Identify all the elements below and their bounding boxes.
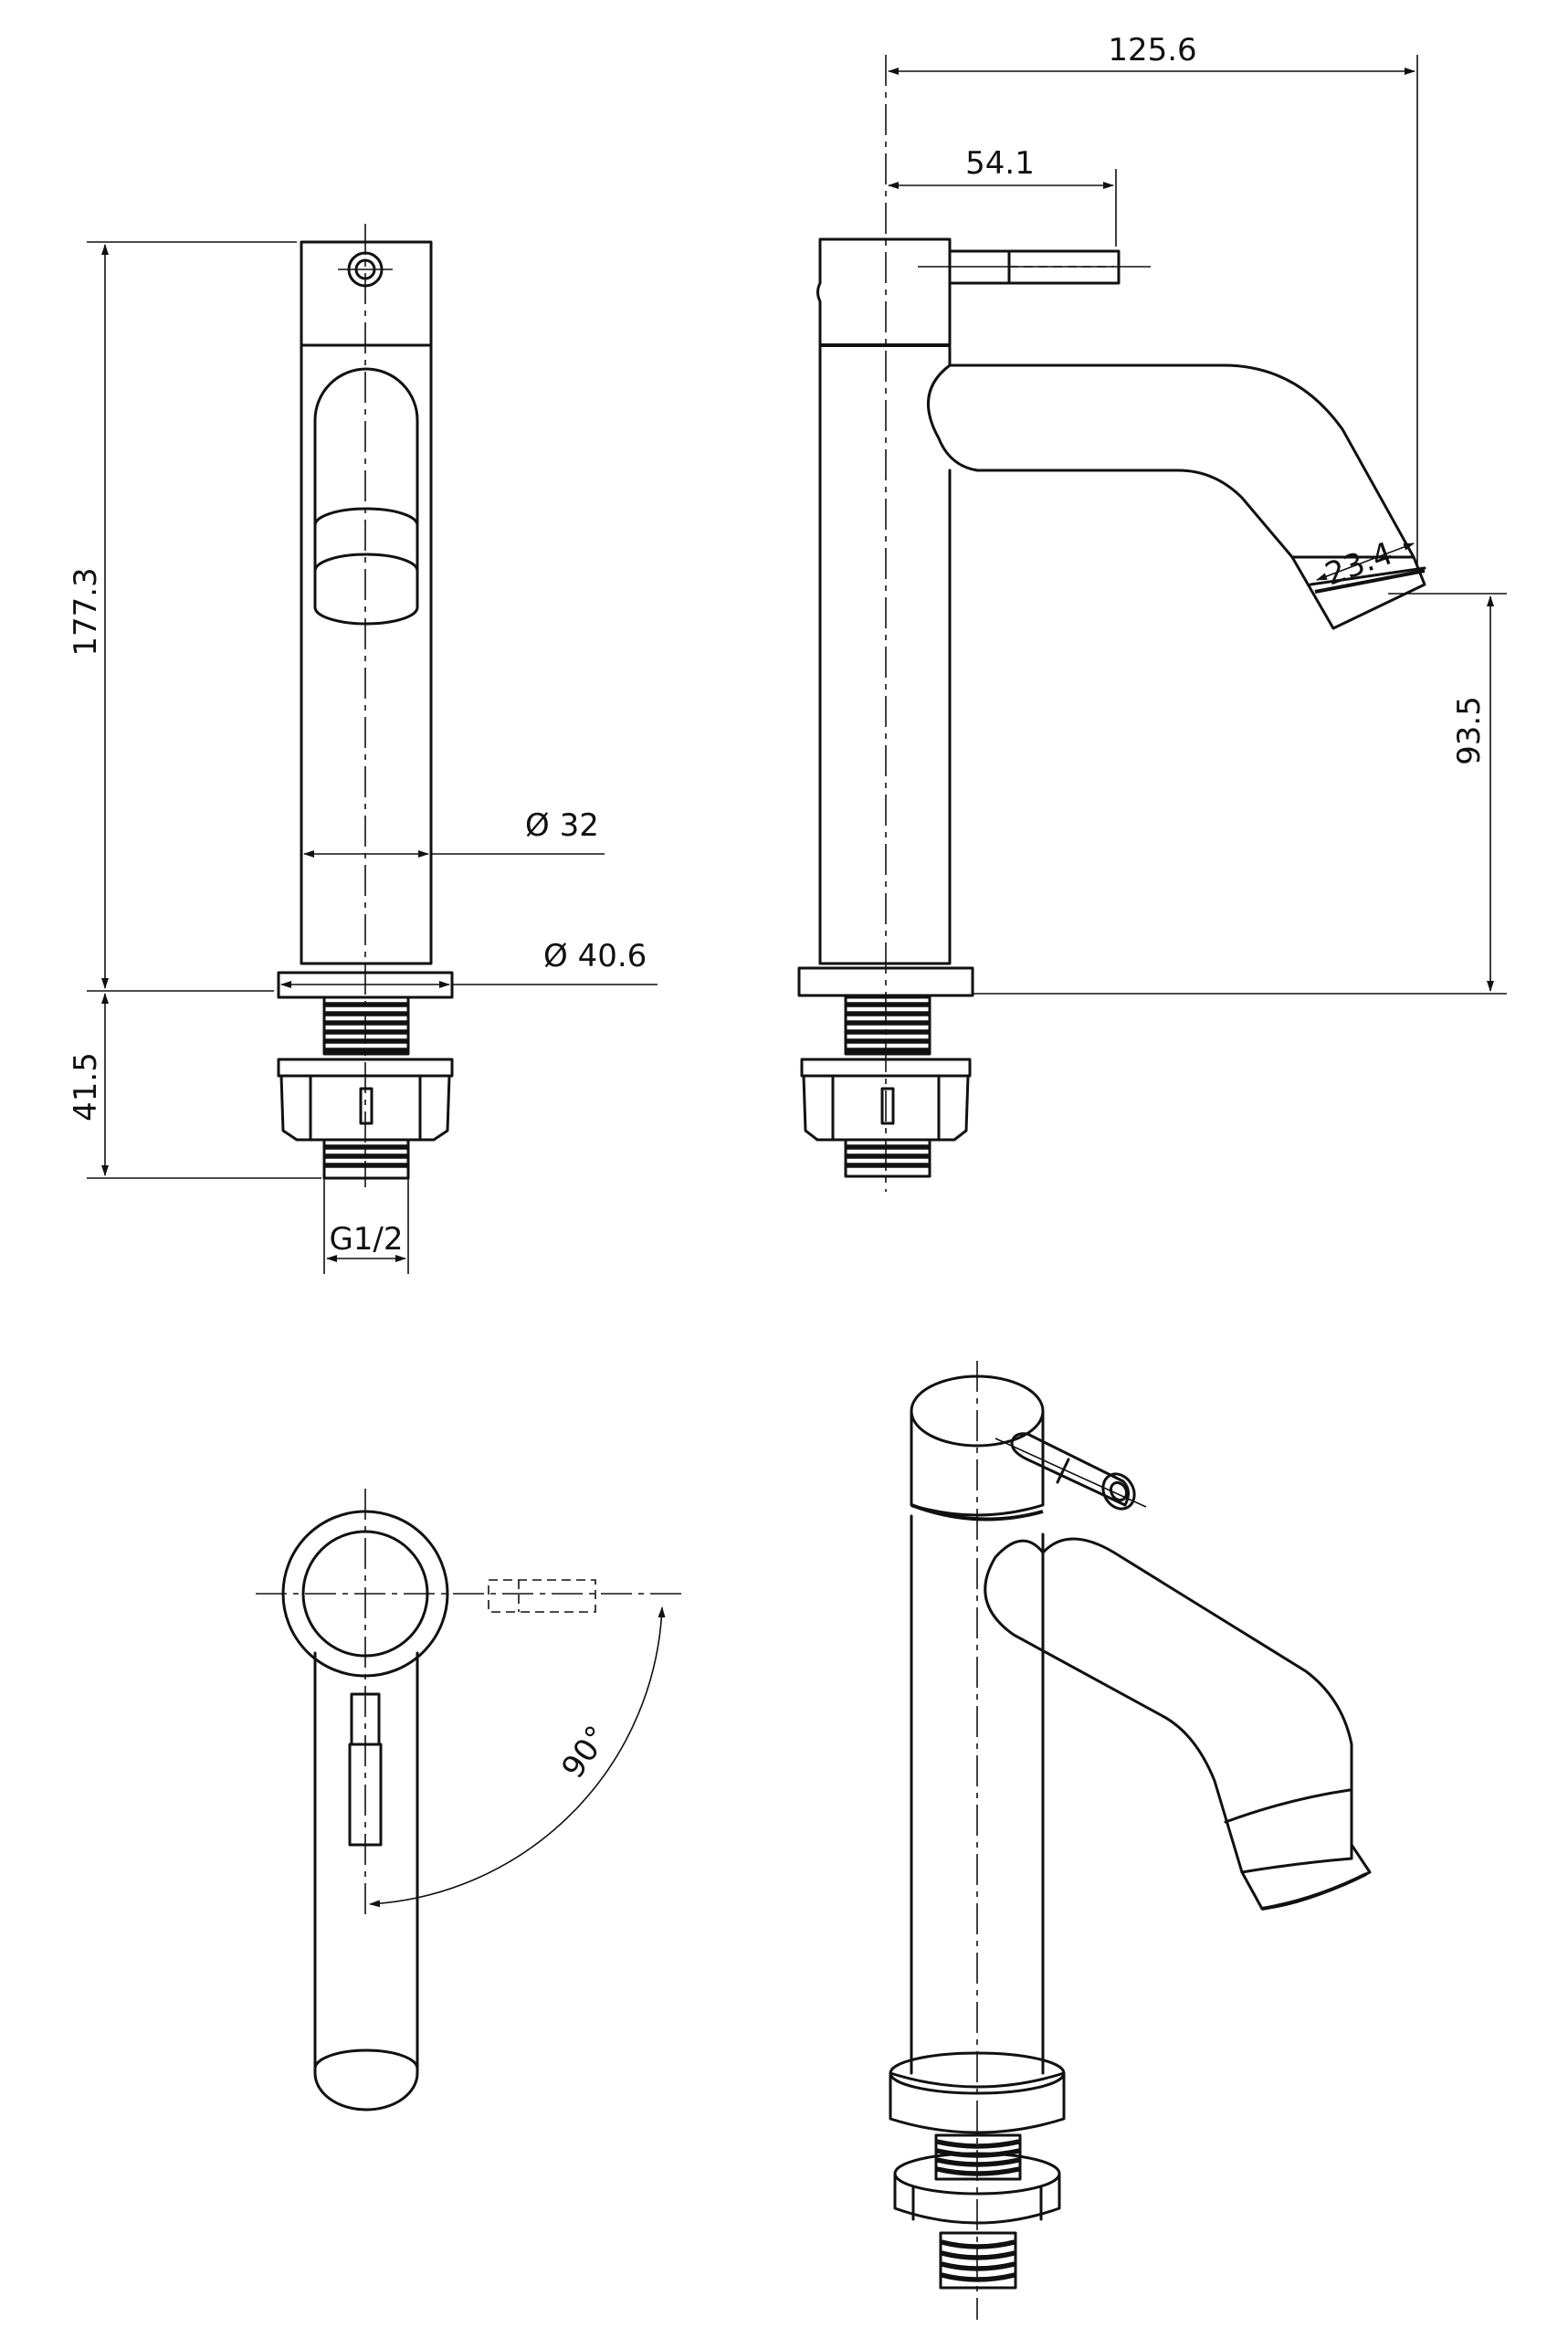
dim-base-diameter: Ø 40.6: [543, 938, 647, 974]
top-view: 90°: [256, 1489, 685, 2112]
dim-handle-offset: 54.1: [965, 145, 1035, 182]
dim-overall-length: 125.6: [1108, 32, 1196, 68]
thread-lines-front-lower: [325, 1144, 407, 1168]
dim-body-diameter: Ø 32: [525, 807, 599, 844]
thread-lines-side: [847, 1002, 929, 1053]
front-view: 177.3 41.5 G1/2 Ø 32 Ø 40.6: [68, 224, 658, 1274]
thread-lines-iso: [936, 2139, 1020, 2176]
thread-lines-iso-lower: [941, 2239, 1016, 2282]
dim-handle-rotation: 90°: [554, 1720, 616, 1785]
dim-spout-height: 93.5: [1451, 696, 1488, 765]
dim-thread-length: 41.5: [68, 1052, 104, 1122]
isometric-view: [889, 1361, 1372, 2320]
side-view: 125.6 54.1 23.4 93.5: [797, 32, 1507, 1192]
dim-body-height: 177.3: [68, 567, 104, 656]
thread-lines-front: [325, 1002, 407, 1053]
dim-thread-size: G1/2: [329, 1221, 403, 1258]
thread-lines-side-lower: [847, 1144, 929, 1168]
